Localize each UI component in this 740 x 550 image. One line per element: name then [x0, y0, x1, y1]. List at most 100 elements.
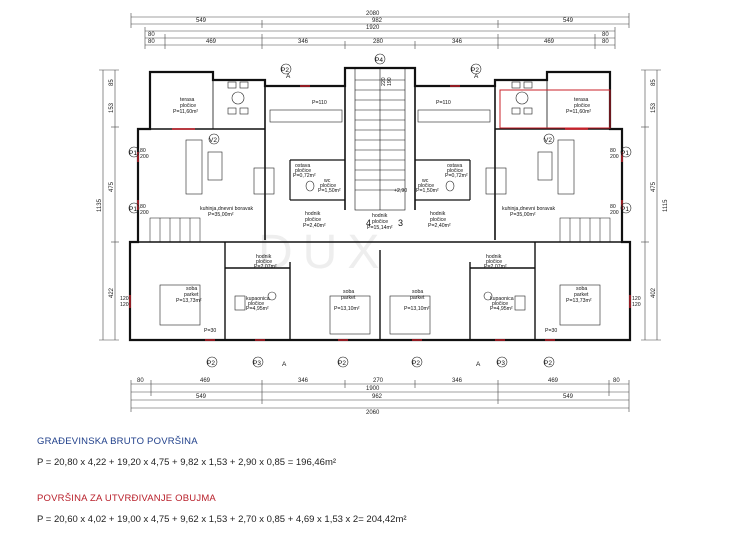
room-soba-mid-right-sub: parket	[410, 295, 425, 301]
room-hodnik2-right-sub: pločice	[486, 259, 502, 265]
section-mark-bottom-right: A	[476, 361, 481, 368]
dim-top-80-c: 80	[148, 39, 155, 45]
room-wc-right-name: wc	[422, 178, 429, 184]
dim-left-422: 422	[109, 287, 115, 298]
room-stair-sub: pločice	[372, 219, 388, 225]
size-80-right-a: 80	[610, 148, 616, 154]
sill-p30-left: P=30	[204, 328, 216, 334]
dim-left-153: 153	[109, 102, 115, 113]
room-terasa-left-sub: pločice	[180, 103, 196, 109]
dim-bottom-total: 2060	[366, 410, 380, 416]
room-terasa-left-area: P=11,60m²	[173, 109, 198, 115]
size-200-right-b: 200	[610, 210, 619, 216]
room-wc-left-sub: pločice	[320, 183, 336, 189]
dim-bottom-549-right: 549	[563, 394, 574, 400]
dim-bottom-469-left: 469	[200, 378, 211, 384]
room-stair-name: hodnik	[372, 213, 388, 219]
volume-area-formula: P = 20,60 x 4,02 + 19,00 x 4,75 + 9,62 x…	[37, 514, 407, 525]
room-kup-left-area: P=4,95m²	[246, 306, 269, 312]
dim-bottom-80-right: 80	[613, 378, 620, 384]
room-hodnik2-left-area: P=2,07m²	[254, 264, 277, 270]
room-terasa-left-name: terasa	[180, 97, 195, 103]
room-kuhinja-right-area: P=35,00m²	[510, 212, 536, 218]
furniture	[159, 81, 601, 335]
dim-top-549-right: 549	[563, 18, 574, 24]
room-hodnik1-left-name: hodnik	[305, 211, 321, 217]
size-120-left-a: 120	[120, 296, 129, 302]
room-soba-big-left-name: soba	[186, 286, 197, 292]
size-80-right-b: 80	[610, 204, 616, 210]
side-stairs	[149, 217, 611, 243]
size-120-right-a: 120	[632, 296, 641, 302]
tag-p1-left-b: P1	[129, 206, 137, 213]
size-80-left-a: 80	[140, 148, 146, 154]
dim-top-80-a: 80	[148, 32, 155, 38]
tag-p1-right-b: P1	[621, 206, 629, 213]
dim-right-153: 153	[651, 102, 657, 113]
tag-p1-right-a: P1	[621, 150, 629, 157]
room-ostava-left-name: ostava	[295, 163, 310, 169]
terrace-highlight-right	[499, 89, 611, 129]
room-hodnik2-right-name: hodnik	[486, 254, 502, 260]
tag-p1-left-a: P1	[129, 150, 137, 157]
room-soba-mid-left-name: soba	[343, 289, 354, 295]
room-kuhinja-left-name: kuhinja,dnevni boravak	[200, 206, 253, 212]
dim-top-1920: 1920	[366, 25, 380, 31]
section-mark-top-right: A	[474, 73, 479, 80]
room-terasa-right-sub: pločice	[574, 103, 590, 109]
room-kup-left-sub: pločice	[248, 301, 264, 307]
dim-left-1135: 1135	[97, 198, 103, 212]
room-soba-big-right-area: P=13,73m²	[566, 298, 592, 304]
size-120-left-b: 120	[120, 302, 129, 308]
size-80-left-b: 80	[140, 204, 146, 210]
floor-plan: DUX 2080 549 982 549 1920 80 80 80 80 46…	[97, 11, 669, 416]
room-hodnik1-left-sub: pločice	[305, 217, 321, 223]
room-terasa-right-area: P=11,60m²	[566, 109, 591, 115]
room-hodnik2-left-sub: pločice	[256, 259, 272, 265]
room-soba-mid-right-name: soba	[412, 289, 423, 295]
dim-top-469-left: 469	[206, 39, 217, 45]
room-ostava-right-sub: pločice	[447, 168, 463, 174]
dim-right-475: 475	[651, 181, 657, 192]
dim-right-402: 402	[651, 287, 657, 298]
room-ostava-left-area: P=0,72m²	[293, 173, 316, 179]
room-soba-mid-left-sub: parket	[341, 295, 356, 301]
room-kup-right-name: kupaonica	[490, 296, 514, 302]
tag-p3-bottom-2: P3	[497, 360, 505, 367]
dim-top-280: 280	[373, 39, 384, 45]
room-wc-right-sub: pločice	[418, 183, 434, 189]
dim-top-total: 2080	[366, 11, 380, 17]
room-hodnik1-right-area: P=2,40m²	[428, 223, 451, 229]
room-hodnik1-right-sub: pločice	[430, 217, 446, 223]
top-dimensions	[130, 13, 630, 49]
room-soba-big-left-sub: parket	[184, 292, 199, 298]
room-wc-left-name: wc	[324, 178, 331, 184]
watermark-text: DUX	[258, 226, 389, 279]
room-soba-mid-left-area: P=13,10m²	[334, 306, 360, 312]
size-120-right-b: 120	[632, 302, 641, 308]
room-soba-big-left-area: P=13,73m²	[176, 298, 202, 304]
section-mark-bottom-left: A	[282, 361, 287, 368]
opening-tags	[128, 53, 632, 368]
dim-right-1115: 1115	[663, 199, 669, 212]
size-200-left-b: 200	[140, 210, 149, 216]
room-terasa-right-name: terasa	[574, 97, 589, 103]
dim-bottom-469-right: 469	[548, 378, 559, 384]
room-kup-right-sub: pločice	[492, 301, 508, 307]
sill-p110-left: P=110	[312, 100, 327, 106]
dim-right-85: 85	[651, 79, 657, 86]
tag-p3-bottom-1: P3	[253, 360, 261, 367]
tag-p2-bottom-3: P2	[412, 360, 420, 367]
room-soba-mid-right-area: P=13,10m²	[404, 306, 430, 312]
room-ostava-right-area: P=0,72m²	[445, 173, 468, 179]
dim-left-475: 475	[109, 181, 115, 192]
tag-p4: P4	[375, 57, 383, 64]
tag-v2-right: V2	[544, 137, 552, 144]
gross-area-formula: P = 20,80 x 4,22 + 19,20 x 4,75 + 9,82 x…	[37, 457, 337, 468]
room-kuhinja-right-name: kuhinja,dnevni boravak	[502, 206, 555, 212]
size-220: 220	[381, 77, 387, 86]
tag-p2-top-right: P2	[471, 67, 479, 74]
sill-p110-right: P=110	[436, 100, 451, 106]
dim-bottom-346-left: 346	[298, 378, 309, 384]
sill-p30-right: P=30	[545, 328, 557, 334]
